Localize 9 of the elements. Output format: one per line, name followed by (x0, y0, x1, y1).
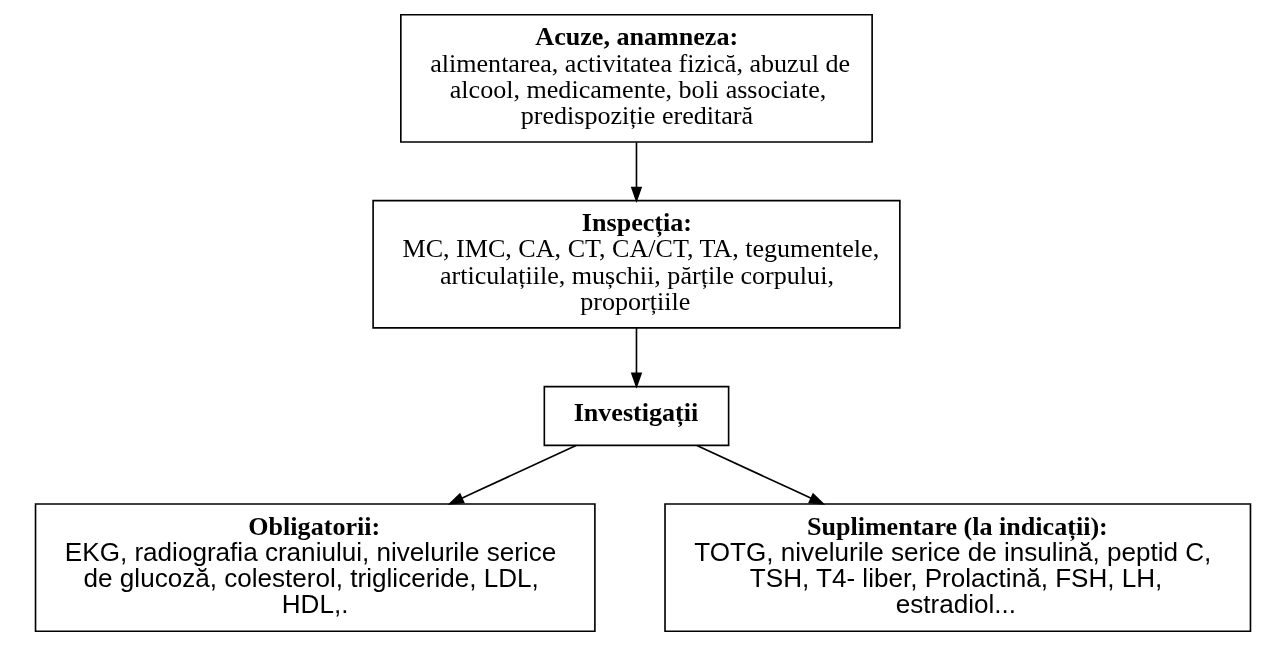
arrow (630, 141, 642, 204)
arrow (695, 444, 825, 505)
arrow (447, 444, 577, 505)
node-box: Suplimentare (la indicații): TOTG, nivelurile serice de insulină, peptid C, TSH, T4- liber, Prolactină, FSH, LH, estradiol... (663, 503, 1251, 633)
node-box: Investigații (543, 385, 729, 447)
arrow (630, 327, 642, 389)
node-box: Acuze, anamneza: alimentarea, activitatea fizică, abuzul de alcool, medicamente, boli associate, predispoziție ereditară (399, 13, 873, 143)
node-box: Obligatorii: EKG, radiografia craniului, nivelurile serice de glucoză, colesterol, trigliceride, LDL, HDL,. (34, 503, 596, 633)
node-box: Inspecția: MC, IMC, CA, CT, CA/CT, TA, tegumentele, articulațiile, mușchii, părțile corpului, proporțiile (371, 199, 901, 329)
